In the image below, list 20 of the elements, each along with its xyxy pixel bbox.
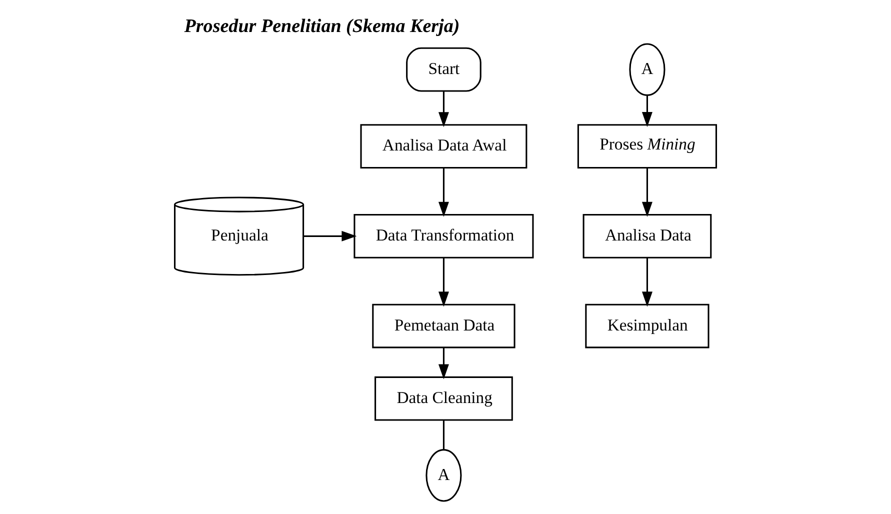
node-box: Pemetaan Data — [372, 304, 516, 348]
arrow — [438, 168, 449, 217]
diagram-title: Prosedur Penelitian (Skema Kerja) — [184, 16, 460, 37]
node-box: Data Cleaning — [374, 376, 513, 421]
node-box: Data Transformation — [354, 214, 534, 258]
connector — [442, 420, 444, 450]
node-ellipse: A — [426, 449, 462, 502]
node-box: Kesimpulan — [585, 304, 710, 348]
node-box: Analisa Data — [582, 214, 712, 258]
node-ellipse: A — [629, 43, 666, 96]
arrow — [438, 348, 449, 380]
arrow — [438, 258, 449, 307]
arrow — [303, 230, 357, 242]
arrow — [642, 168, 652, 217]
node-box: Analisa Data Awal — [360, 124, 528, 169]
node-box: Proses Mining — [577, 124, 718, 169]
arrow — [642, 258, 652, 307]
arrow — [642, 96, 652, 128]
arrow — [438, 91, 449, 128]
node-box: Start — [406, 47, 482, 92]
